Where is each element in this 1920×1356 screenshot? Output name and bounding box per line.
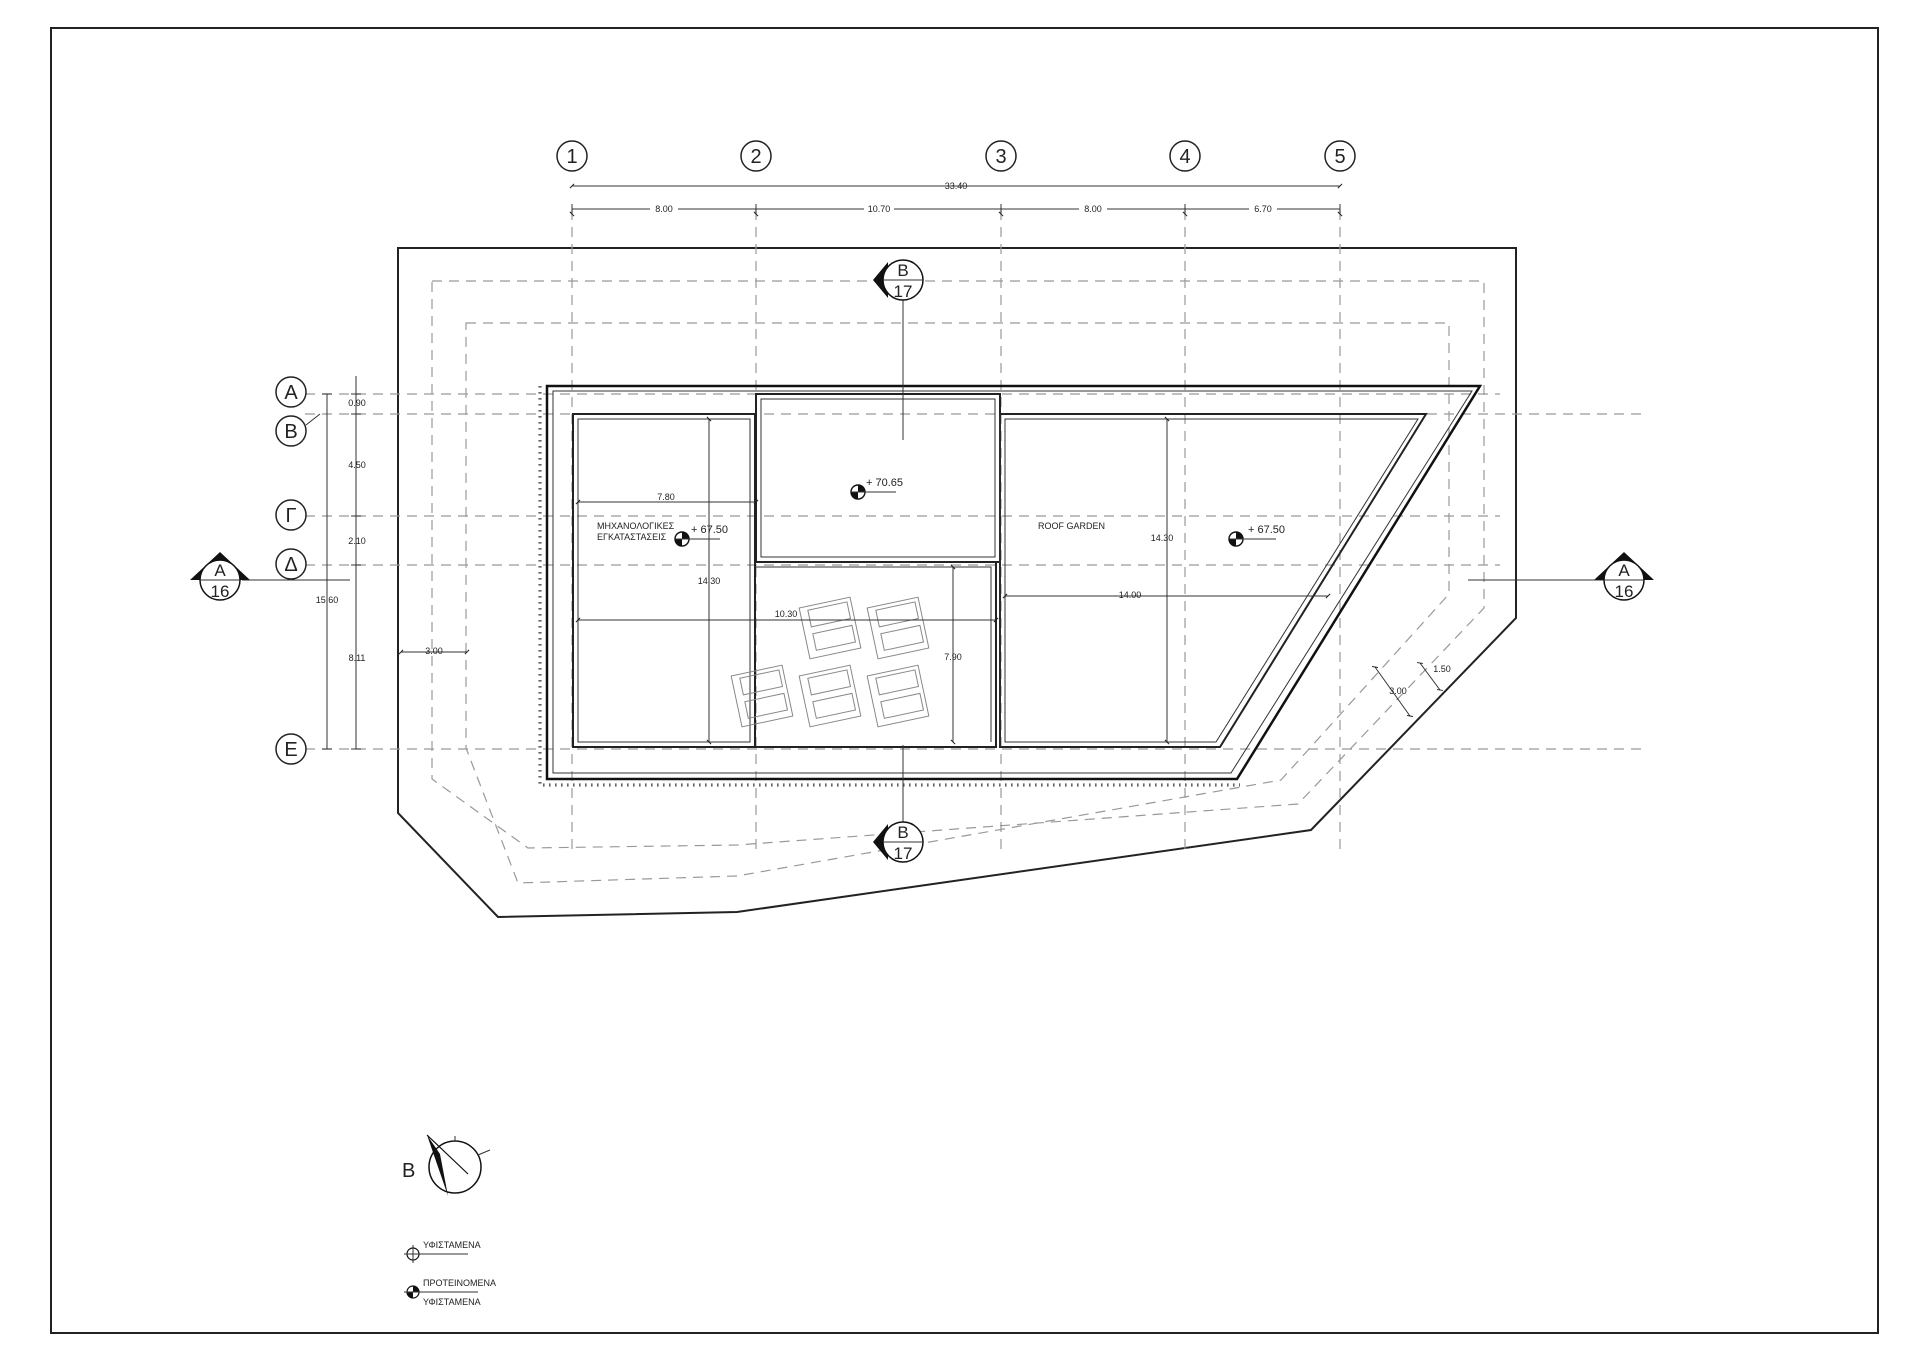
svg-text:+ 67.50: + 67.50: [1248, 524, 1285, 536]
grid-bubble-beta: Β: [275, 413, 321, 447]
section-marker-a-left: Α 16: [190, 552, 250, 601]
label-mechanical-line2: ΕΓΚΑΤΑΣΤΑΣΕΙΣ: [597, 532, 667, 542]
svg-text:Δ: Δ: [284, 554, 297, 576]
svg-text:1.50: 1.50: [1433, 664, 1451, 674]
legend-existing: ΥΦΙΣΤΑΜΕΝΑ: [404, 1240, 481, 1263]
svg-text:Β: Β: [284, 421, 297, 443]
section-marker-b-top: Β 17: [873, 259, 924, 301]
sheet-frame: [50, 27, 1879, 1334]
svg-text:14.30: 14.30: [698, 576, 721, 586]
svg-text:Γ: Γ: [285, 505, 296, 527]
grid-bubble-4: 4: [1169, 140, 1201, 172]
north-arrow: Β: [402, 1134, 491, 1196]
svg-text:Β: Β: [897, 823, 908, 842]
grid-bubble-2: 2: [740, 140, 772, 172]
svg-text:16: 16: [1615, 582, 1634, 601]
level-marker-upper: + 70.65: [850, 477, 903, 500]
section-marker-a-right: Α 16: [1594, 552, 1654, 601]
svg-text:17: 17: [894, 282, 913, 301]
svg-text:ΥΦΙΣΤΑΜΕΝΑ: ΥΦΙΣΤΑΜΕΝΑ: [423, 1297, 481, 1307]
svg-text:3: 3: [995, 146, 1006, 168]
svg-text:6.70: 6.70: [1254, 204, 1272, 214]
svg-text:14.30: 14.30: [1151, 533, 1174, 543]
svg-text:ΠΡΟΤΕΙΝΟΜΕΝΑ: ΠΡΟΤΕΙΝΟΜΕΝΑ: [423, 1278, 496, 1288]
svg-text:3.00: 3.00: [425, 646, 443, 656]
svg-text:Β: Β: [402, 1160, 415, 1182]
svg-text:ΥΦΙΣΤΑΜΕΝΑ: ΥΦΙΣΤΑΜΕΝΑ: [423, 1240, 481, 1250]
svg-text:+ 70.65: + 70.65: [866, 477, 903, 489]
interior-dimensions: 7.80 10.30 14.30 7.90 14.00 14.30 3.00 3…: [398, 416, 1451, 745]
plot-boundary: [397, 247, 1517, 919]
svg-text:0.90: 0.90: [348, 398, 366, 408]
svg-text:7.80: 7.80: [657, 492, 675, 502]
building-parapet-inner: [552, 390, 1473, 774]
svg-text:3.00: 3.00: [1389, 686, 1407, 696]
svg-text:Ε: Ε: [284, 739, 297, 761]
room-mechanical: [572, 413, 756, 748]
solar-panels: [730, 596, 930, 728]
svg-text:+ 67.50: + 67.50: [691, 524, 728, 536]
svg-text:Α: Α: [284, 382, 298, 404]
setback-line-outer: [431, 280, 1485, 849]
section-marker-b-bottom: Β 17: [873, 821, 924, 863]
svg-text:7.90: 7.90: [944, 652, 962, 662]
svg-text:10.30: 10.30: [775, 609, 798, 619]
room-middle-solar: [578, 561, 997, 748]
svg-text:14.00: 14.00: [1119, 590, 1142, 600]
grid-lines: [305, 210, 1645, 855]
svg-text:2: 2: [750, 146, 761, 168]
grid-bubble-epsilon: Ε: [275, 733, 307, 765]
building-roof-outline: [545, 384, 1483, 781]
room-roof-garden: [999, 413, 1428, 748]
svg-text:Β: Β: [897, 261, 908, 280]
grid-bubble-delta: Δ: [275, 548, 307, 580]
svg-text:8.11: 8.11: [349, 653, 366, 663]
svg-text:1: 1: [566, 146, 577, 168]
roof-drainage-dots: [538, 386, 1240, 787]
svg-text:10.70: 10.70: [868, 204, 891, 214]
svg-text:Α: Α: [1618, 561, 1630, 580]
dimension-top-overall: 33.40: [569, 181, 1343, 191]
svg-text:33.40: 33.40: [945, 181, 968, 191]
svg-text:4: 4: [1179, 146, 1190, 168]
svg-text:15.60: 15.60: [316, 595, 339, 605]
svg-text:16: 16: [211, 582, 230, 601]
svg-text:5: 5: [1334, 146, 1345, 168]
svg-text:8.00: 8.00: [655, 204, 673, 214]
level-marker-mechanical: + 67.50: [674, 524, 728, 547]
label-roof-garden: ROOF GARDEN: [1038, 521, 1105, 531]
dimension-left-segments: 0.90 4.50 2.10 8.11: [348, 376, 366, 750]
grid-bubble-1: 1: [556, 140, 588, 172]
grid-bubble-3: 3: [985, 140, 1017, 172]
svg-text:8.00: 8.00: [1084, 204, 1102, 214]
grid-bubble-gamma: Γ: [275, 499, 307, 531]
dimension-left-overall: 15.60: [316, 393, 339, 750]
label-mechanical-line1: ΜΗΧΑΝΟΛΟΓΙΚΕΣ: [597, 521, 675, 531]
svg-text:17: 17: [894, 844, 913, 863]
svg-text:4.50: 4.50: [348, 460, 366, 470]
svg-text:2.10: 2.10: [348, 536, 366, 546]
svg-text:Α: Α: [214, 561, 226, 580]
grid-bubble-alpha: Α: [275, 376, 307, 408]
legend-proposed: ΠΡΟΤΕΙΝΟΜΕΝΑ ΥΦΙΣΤΑΜΕΝΑ: [404, 1278, 496, 1307]
dimension-top-segments: 8.00 10.70 8.00 6.70: [569, 203, 1343, 217]
level-marker-roof-garden: + 67.50: [1228, 524, 1285, 547]
grid-bubble-5: 5: [1324, 140, 1356, 172]
setback-line-inner: [465, 322, 1450, 884]
